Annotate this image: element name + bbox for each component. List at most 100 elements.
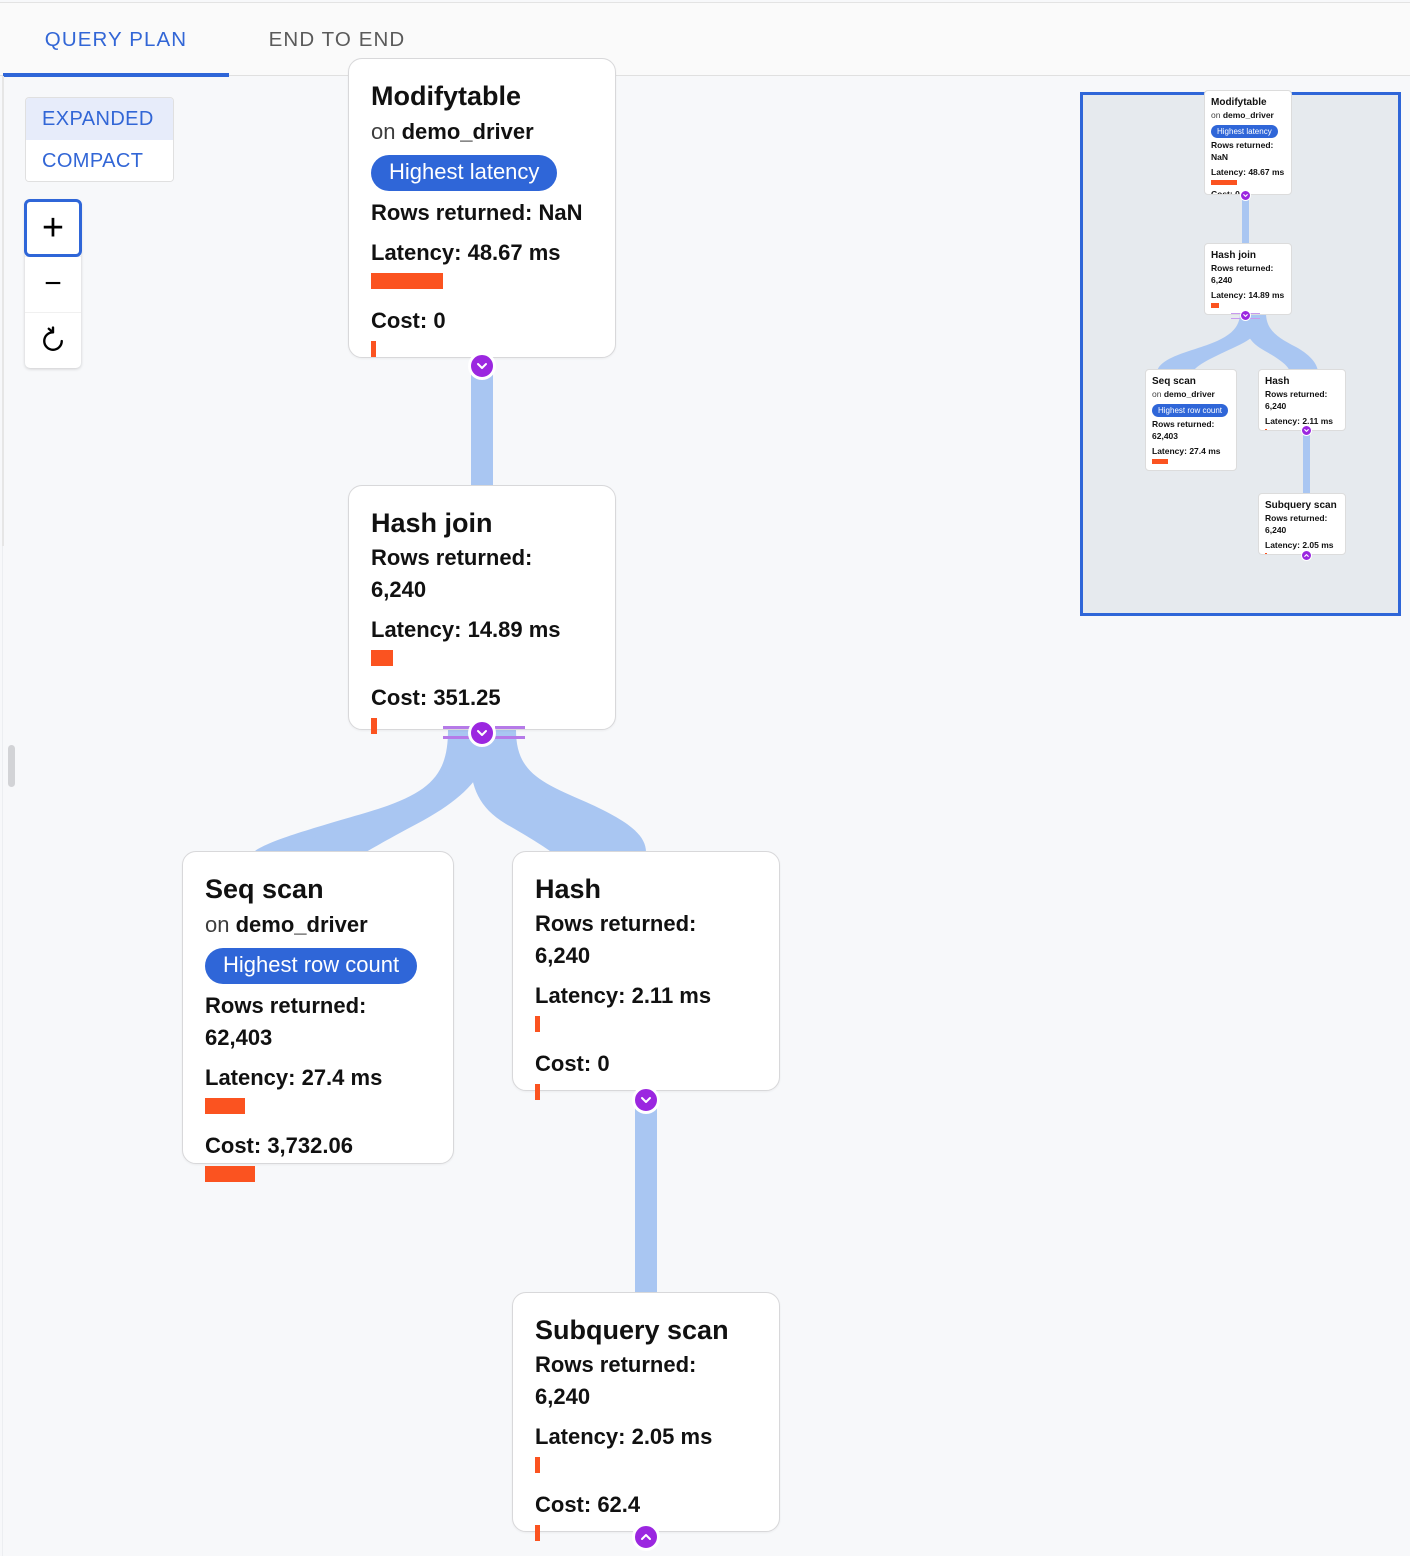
node-latency: Latency: 2.11 ms: [535, 983, 712, 1008]
mini-edge-hashjoin-hash: [1244, 313, 1318, 373]
zoom-in-button[interactable]: [25, 200, 81, 256]
minimap-node-modifytable: Modifytable on demo_driver Highest laten…: [1204, 90, 1292, 195]
mini-edge-hash-subqueryscan: [1303, 429, 1310, 503]
node-title: Modifytable: [1211, 97, 1267, 108]
node-relation: on demo_driver: [205, 908, 431, 942]
chevron-down-icon: [641, 1097, 651, 1103]
node-latency: Latency: 2.11 ms: [1265, 416, 1334, 426]
relation-name: demo_driver: [1163, 389, 1215, 399]
node-cost: Cost: 0: [371, 308, 446, 333]
node-latency: Latency: 48.67 ms: [1211, 167, 1285, 177]
toggle-hash-join-children[interactable]: [468, 719, 496, 747]
node-latency: Latency: 2.05 ms: [1265, 540, 1334, 550]
node-cost: Cost: 62.4: [535, 1492, 641, 1517]
left-panel-divider: [2, 76, 3, 1556]
zoom-reset-button[interactable]: [25, 312, 81, 368]
plan-node-modifytable[interactable]: Modifytable on demo_driver Highest laten…: [348, 58, 616, 358]
toggle-rung-right-top: [495, 726, 525, 729]
latency-bar: [371, 650, 393, 666]
plan-node-seq-scan[interactable]: Seq scan on demo_driver Highest row coun…: [182, 851, 454, 1182]
minimap-rung-right-bottom: [1249, 318, 1260, 319]
tab-end-to-end[interactable]: END TO END: [268, 27, 406, 51]
minus-icon: [44, 271, 62, 298]
tab-query-plan[interactable]: QUERY PLAN: [44, 27, 188, 51]
node-title: Seq scan: [1152, 376, 1196, 387]
view-mode-compact[interactable]: COMPACT: [26, 140, 173, 181]
tab-bar: QUERY PLAN END TO END: [0, 2, 1410, 77]
plus-icon: [42, 211, 64, 245]
node-badge: Highest latency: [1211, 125, 1278, 138]
minimap-node-hash: Hash Rows returned: 6,240 Latency: 2.11 …: [1258, 369, 1346, 431]
minimap-node-seq-scan: Seq scan on demo_driver Highest row coun…: [1145, 369, 1237, 471]
view-mode-expanded[interactable]: EXPANDED: [26, 98, 173, 140]
chevron-down-icon: [477, 363, 487, 369]
toggle-hash-children[interactable]: [632, 1086, 660, 1114]
minimap-node-subquery-scan: Subquery scan Rows returned: 6,240 Laten…: [1258, 493, 1346, 555]
node-rows-returned: Rows returned: 6,240: [1211, 263, 1274, 285]
plan-node-subquery-scan[interactable]: Subquery scan Rows returned: 6,240 Laten…: [512, 1292, 780, 1541]
node-rows-returned: Rows returned: 6,240: [371, 545, 533, 602]
latency-bar: [535, 1016, 540, 1032]
cost-bar: [535, 1084, 540, 1100]
node-relation: on demo_driver: [1211, 109, 1285, 121]
on-prefix: on: [205, 912, 236, 937]
node-badge: Highest row count: [205, 948, 418, 984]
cost-bar: [371, 718, 377, 734]
node-rows-returned: Rows returned: 6,240: [535, 911, 697, 968]
node-title: Hash join: [1211, 250, 1257, 261]
zoom-out-button[interactable]: [25, 256, 81, 312]
chevron-down-icon: [1243, 314, 1248, 317]
node-rows-returned: Rows returned: NaN: [1211, 140, 1274, 162]
mini-edge-hashjoin-seqscan: [1157, 313, 1262, 373]
plan-node-hash[interactable]: Hash Rows returned: 6,240 Latency: 2.11 …: [512, 851, 780, 1100]
latency-bar: [1211, 303, 1219, 308]
cost-bar: [205, 1166, 255, 1182]
node-relation: on demo_driver: [371, 115, 593, 149]
node-title: Seq scan: [205, 874, 324, 904]
minimap-node-hash-join: Hash join Rows returned: 6,240 Latency: …: [1204, 243, 1292, 315]
relation-name: demo_driver: [401, 119, 534, 144]
node-latency: Latency: 2.05 ms: [535, 1424, 713, 1449]
graph-minimap[interactable]: Modifytable on demo_driver Highest laten…: [1080, 90, 1401, 616]
node-latency: Latency: 27.4 ms: [205, 1065, 383, 1090]
node-title: Hash join: [371, 508, 493, 538]
reset-icon: [43, 325, 63, 351]
node-title: Hash: [535, 874, 602, 904]
node-badge: Highest latency: [371, 155, 558, 191]
node-cost: Cost: 0: [535, 1051, 610, 1076]
zoom-controls: [25, 200, 81, 368]
node-latency: Latency: 14.89 ms: [371, 617, 561, 642]
node-cost: Cost: 3,732.06: [205, 1133, 353, 1158]
latency-bar: [1152, 459, 1168, 464]
view-mode-toggle: EXPANDED COMPACT: [25, 97, 174, 182]
latency-bar: [535, 1457, 540, 1473]
node-rows-returned: Rows returned: 6,240: [1265, 513, 1328, 535]
node-latency: Latency: 27.4 ms: [1152, 446, 1221, 456]
panel-resize-handle[interactable]: [8, 745, 15, 787]
chevron-down-icon: [477, 730, 487, 736]
latency-bar: [1265, 553, 1267, 554]
plan-node-hash-join[interactable]: Hash join Rows returned: 6,240 Latency: …: [348, 485, 616, 734]
node-rows-returned: Rows returned: 6,240: [535, 1352, 697, 1409]
node-cost: Cost: 351.25: [371, 685, 501, 710]
latency-bar: [1211, 180, 1237, 185]
node-rows-returned: Rows returned: 6,240: [1265, 389, 1328, 411]
on-prefix: on: [1211, 110, 1223, 120]
toggle-modifytable-children[interactable]: [468, 352, 496, 380]
node-title: Subquery scan: [1265, 500, 1337, 511]
toggle-subquery-scan-parent[interactable]: [632, 1523, 660, 1551]
active-tab-indicator: [3, 73, 229, 77]
latency-bar: [371, 273, 443, 289]
left-panel-divider-top: [2, 76, 4, 546]
node-rows-returned: Rows returned: 62,403: [205, 993, 367, 1050]
edge-hash-subqueryscan: [635, 1089, 657, 1304]
chevron-up-icon: [1304, 554, 1309, 557]
on-prefix: on: [371, 119, 402, 144]
chevron-up-icon: [641, 1534, 651, 1540]
node-rows-returned: Rows returned: 62,403: [1152, 419, 1215, 441]
cost-bar: [535, 1525, 540, 1541]
chevron-down-icon: [1243, 194, 1248, 197]
on-prefix: on: [1152, 389, 1164, 399]
node-title: Hash: [1265, 376, 1290, 387]
